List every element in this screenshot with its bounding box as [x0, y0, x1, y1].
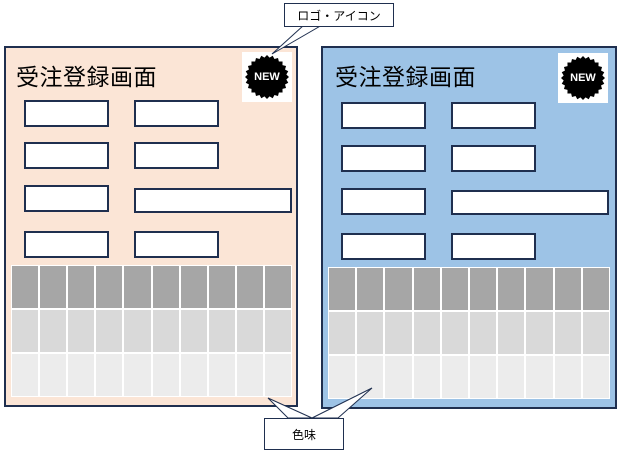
table-cell[interactable]	[236, 354, 263, 396]
table-header-cell	[208, 266, 235, 308]
table-header-cell	[152, 266, 179, 308]
table-cell[interactable]	[441, 356, 468, 398]
table-cell[interactable]	[180, 310, 207, 352]
new-badge-icon: NEW	[558, 53, 608, 103]
table-cell[interactable]	[357, 356, 384, 398]
table-header-cell	[413, 268, 440, 310]
table-cell[interactable]	[124, 354, 151, 396]
table-header-cell	[264, 266, 291, 308]
table-cell[interactable]	[526, 312, 553, 354]
table-cell[interactable]	[413, 312, 440, 354]
input-field[interactable]	[341, 233, 426, 260]
table-cell[interactable]	[180, 354, 207, 396]
table-cell[interactable]	[329, 312, 356, 354]
table-cell[interactable]	[526, 356, 553, 398]
screen-title: 受注登録画面	[16, 65, 157, 91]
table-header-cell	[236, 266, 263, 308]
screen-title: 受注登録画面	[335, 65, 476, 91]
table-cell[interactable]	[357, 312, 384, 354]
table-cell[interactable]	[385, 312, 412, 354]
table-cell[interactable]	[208, 310, 235, 352]
table-header-cell	[68, 266, 95, 308]
table-header-cell	[441, 268, 468, 310]
order-entry-screen-right: 受注登録画面 NEW	[321, 46, 617, 409]
table-cell[interactable]	[498, 312, 525, 354]
table-header-cell	[329, 268, 356, 310]
input-field[interactable]	[24, 185, 109, 212]
data-table	[11, 265, 292, 397]
input-field[interactable]	[24, 100, 109, 127]
new-badge-label: NEW	[570, 72, 596, 84]
input-field[interactable]	[341, 188, 426, 215]
input-field[interactable]	[451, 233, 536, 260]
table-header-cell	[40, 266, 67, 308]
table-cell[interactable]	[96, 354, 123, 396]
table-cell[interactable]	[441, 312, 468, 354]
table-cell[interactable]	[264, 354, 291, 396]
table-cell[interactable]	[329, 356, 356, 398]
table-cell[interactable]	[582, 356, 609, 398]
new-badge-icon: NEW	[242, 52, 292, 102]
table-cell[interactable]	[40, 310, 67, 352]
table-cell[interactable]	[152, 354, 179, 396]
table-cell[interactable]	[498, 356, 525, 398]
input-field-wide[interactable]	[451, 190, 609, 215]
table-cell[interactable]	[208, 354, 235, 396]
input-field[interactable]	[134, 100, 219, 127]
table-cell[interactable]	[470, 312, 497, 354]
table-cell[interactable]	[96, 310, 123, 352]
table-cell[interactable]	[385, 356, 412, 398]
table-cell[interactable]	[264, 310, 291, 352]
callout-logo-icon: ロゴ・アイコン	[284, 3, 394, 27]
input-field[interactable]	[341, 145, 426, 172]
input-field[interactable]	[134, 142, 219, 169]
table-cell[interactable]	[12, 310, 39, 352]
data-table	[328, 267, 610, 399]
table-header-cell	[124, 266, 151, 308]
input-field[interactable]	[24, 142, 109, 169]
table-cell[interactable]	[12, 354, 39, 396]
input-field[interactable]	[134, 231, 219, 258]
table-header-cell	[96, 266, 123, 308]
table-header-cell	[357, 268, 384, 310]
table-cell[interactable]	[68, 310, 95, 352]
table-cell[interactable]	[124, 310, 151, 352]
input-field[interactable]	[451, 102, 536, 129]
table-header-cell	[470, 268, 497, 310]
input-field-wide[interactable]	[134, 188, 292, 213]
input-field[interactable]	[451, 145, 536, 172]
callout-color: 色味	[264, 418, 344, 450]
table-header-cell	[12, 266, 39, 308]
table-cell[interactable]	[152, 310, 179, 352]
new-badge-label: NEW	[254, 71, 280, 83]
table-header-cell	[582, 268, 609, 310]
order-entry-screen-left: 受注登録画面 NEW	[4, 46, 298, 407]
table-cell[interactable]	[40, 354, 67, 396]
table-header-cell	[180, 266, 207, 308]
table-header-cell	[554, 268, 581, 310]
table-cell[interactable]	[470, 356, 497, 398]
table-cell[interactable]	[68, 354, 95, 396]
table-cell[interactable]	[554, 312, 581, 354]
table-cell[interactable]	[236, 310, 263, 352]
input-field[interactable]	[24, 231, 109, 258]
table-header-cell	[526, 268, 553, 310]
table-header-cell	[385, 268, 412, 310]
input-field[interactable]	[341, 102, 426, 129]
table-header-cell	[498, 268, 525, 310]
table-cell[interactable]	[554, 356, 581, 398]
table-cell[interactable]	[582, 312, 609, 354]
table-cell[interactable]	[413, 356, 440, 398]
